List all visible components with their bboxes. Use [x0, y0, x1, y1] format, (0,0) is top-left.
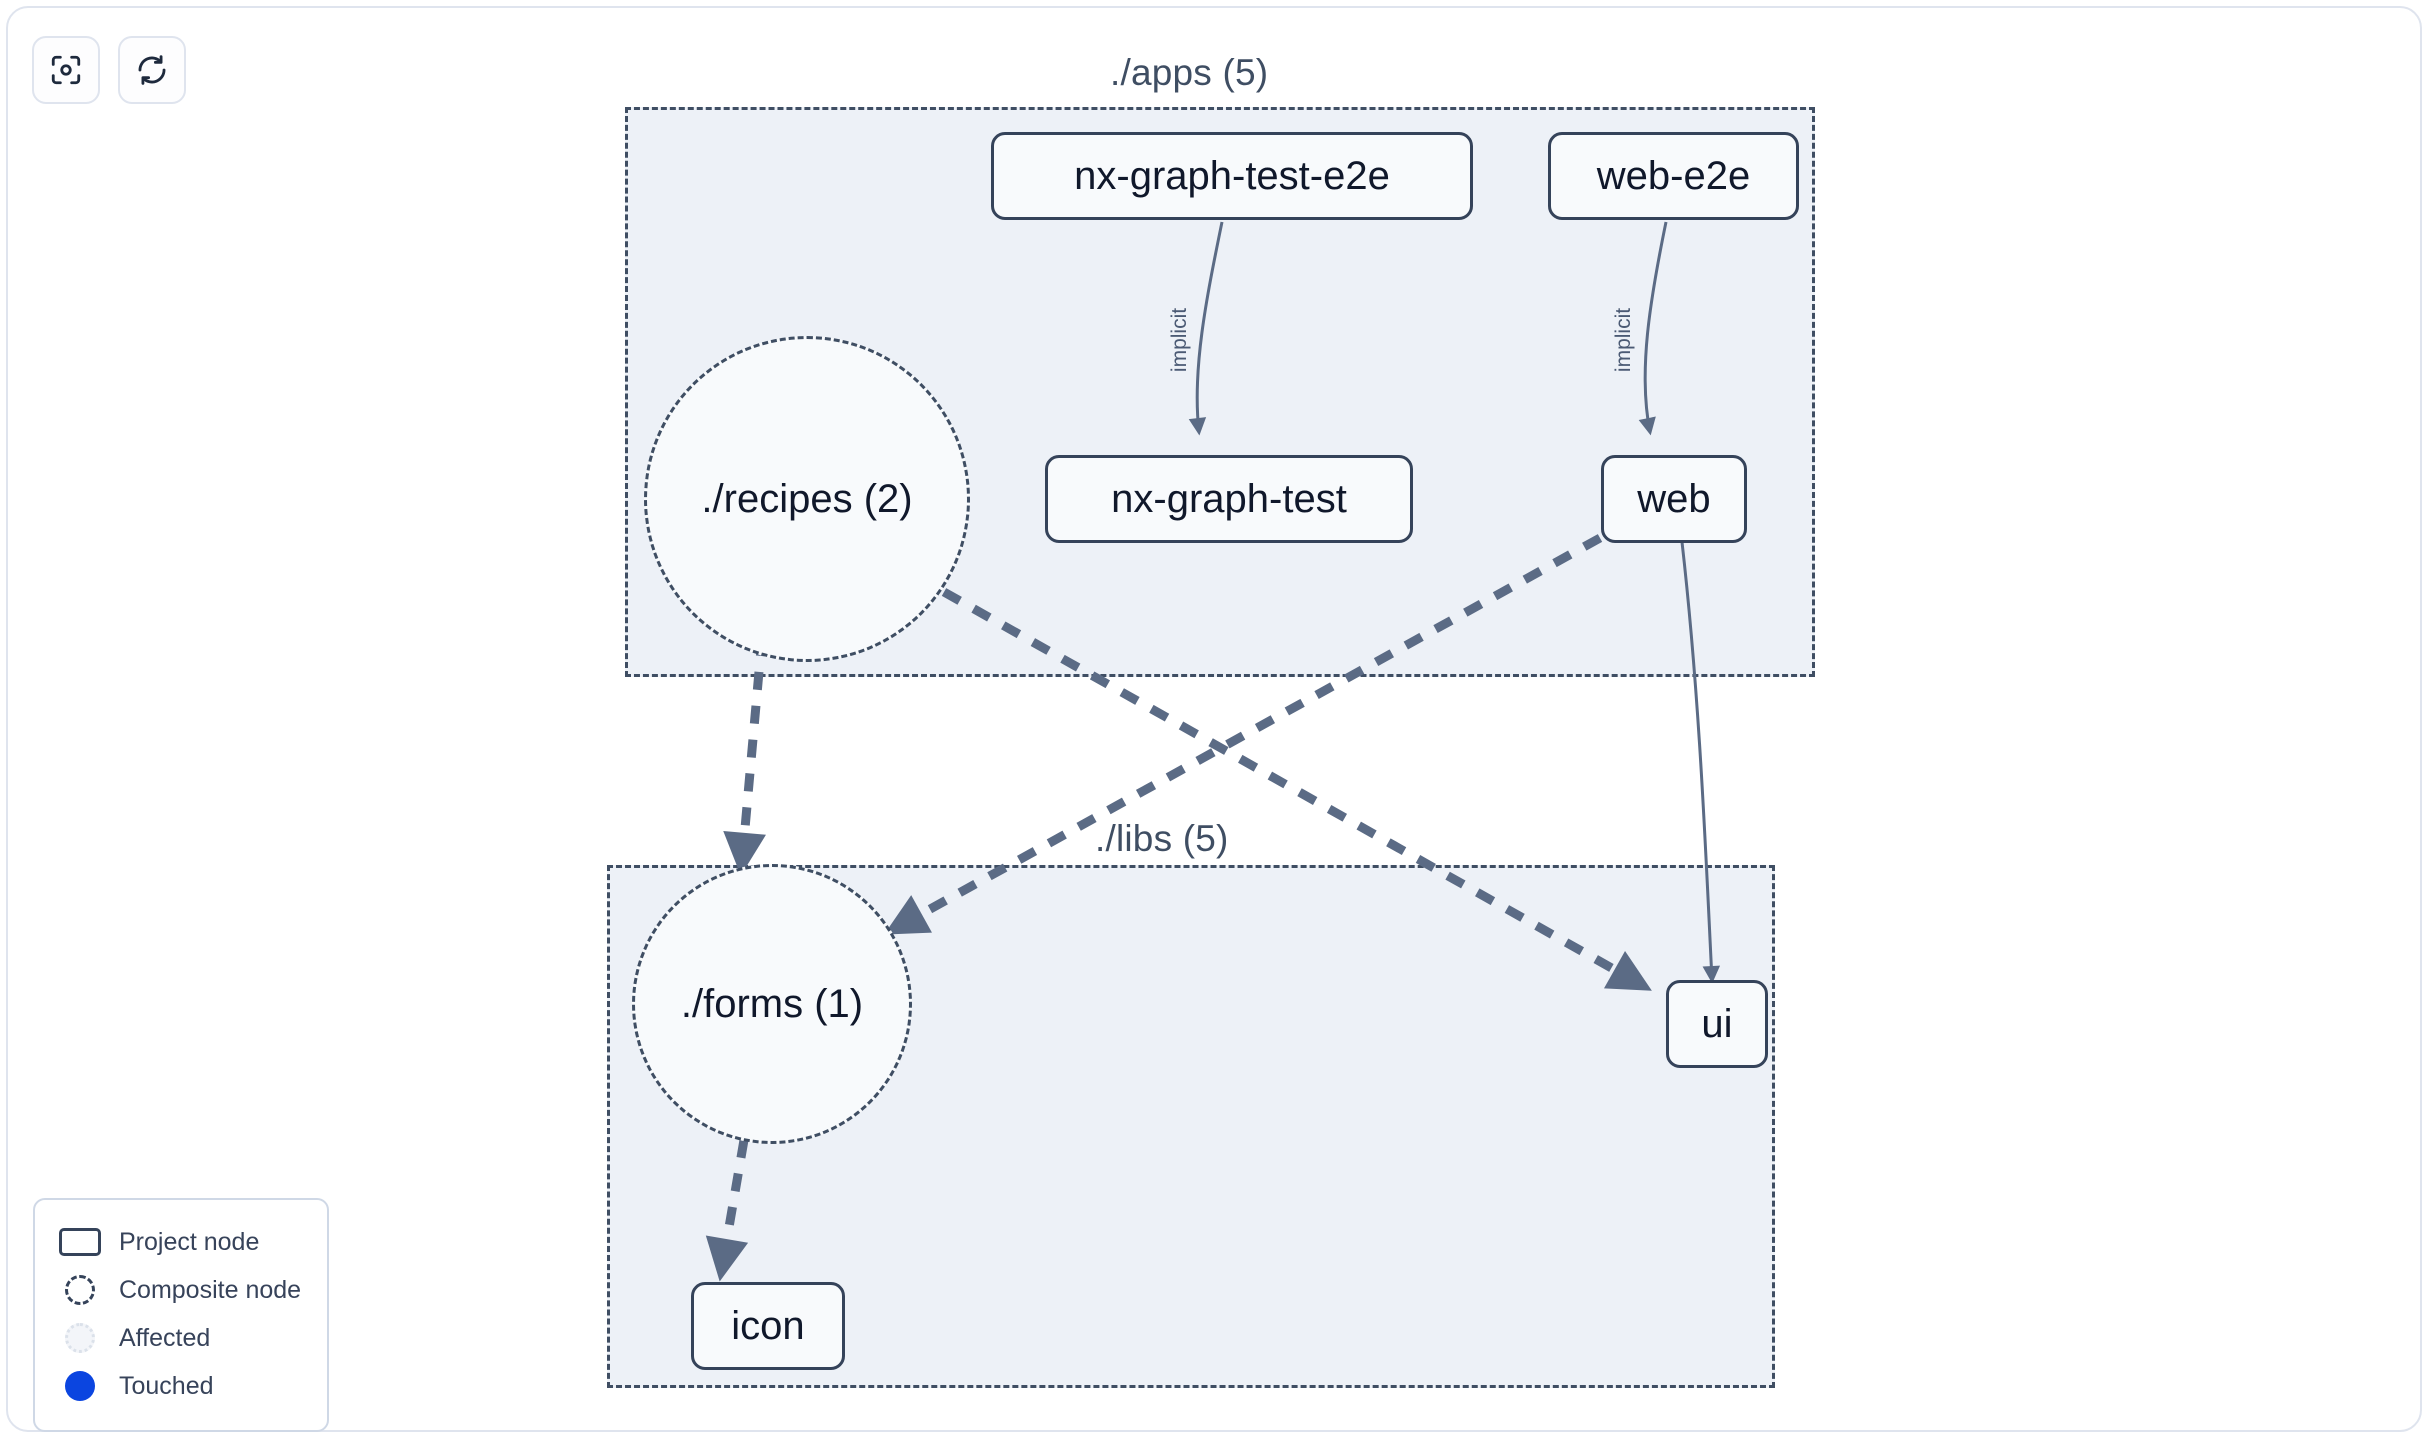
edge-label-implicit-nx-graph-test: implicit: [1168, 307, 1192, 373]
legend-label: Affected: [119, 1323, 211, 1352]
legend-label: Project node: [119, 1227, 260, 1256]
project-node-swatch: [55, 1228, 105, 1256]
group-label-apps: ./apps (5): [1110, 52, 1269, 93]
node-web-e2e[interactable]: web-e2e: [1548, 132, 1799, 220]
legend-label: Touched: [119, 1371, 214, 1400]
graph-toolbar: [32, 36, 186, 104]
legend-item-touched: Touched: [55, 1362, 307, 1410]
refresh-icon: [135, 53, 169, 87]
node-label: icon: [731, 1303, 805, 1348]
affected-swatch: [55, 1323, 105, 1353]
node-web[interactable]: web: [1601, 455, 1747, 543]
node-nx-graph-test-e2e[interactable]: nx-graph-test-e2e: [991, 132, 1473, 220]
node-label: nx-graph-test: [1111, 476, 1347, 521]
legend-item-affected: Affected: [55, 1314, 307, 1362]
node-ui[interactable]: ui: [1666, 980, 1768, 1068]
node-label: ui: [1701, 1001, 1733, 1046]
node-recipes[interactable]: ./recipes (2): [644, 336, 970, 662]
node-label: web-e2e: [1596, 153, 1751, 198]
refresh-button[interactable]: [118, 36, 186, 104]
legend-item-project-node: Project node: [55, 1218, 307, 1266]
node-label: nx-graph-test-e2e: [1074, 153, 1390, 198]
graph-legend: Project node Composite node Affected Tou…: [33, 1198, 329, 1432]
focus-target-icon: [49, 53, 83, 87]
group-label-libs: ./libs (5): [1095, 818, 1229, 859]
edge-label-implicit-web: implicit: [1612, 307, 1636, 373]
composite-node-swatch: [55, 1275, 105, 1305]
node-icon[interactable]: icon: [691, 1282, 845, 1370]
node-label: ./recipes (2): [701, 476, 913, 521]
node-forms[interactable]: ./forms (1): [632, 864, 912, 1144]
node-label: ./forms (1): [680, 981, 864, 1026]
focus-target-button[interactable]: [32, 36, 100, 104]
touched-swatch: [55, 1371, 105, 1401]
node-label: web: [1637, 476, 1711, 521]
legend-label: Composite node: [119, 1275, 302, 1304]
legend-item-composite-node: Composite node: [55, 1266, 307, 1314]
node-nx-graph-test[interactable]: nx-graph-test: [1045, 455, 1413, 543]
